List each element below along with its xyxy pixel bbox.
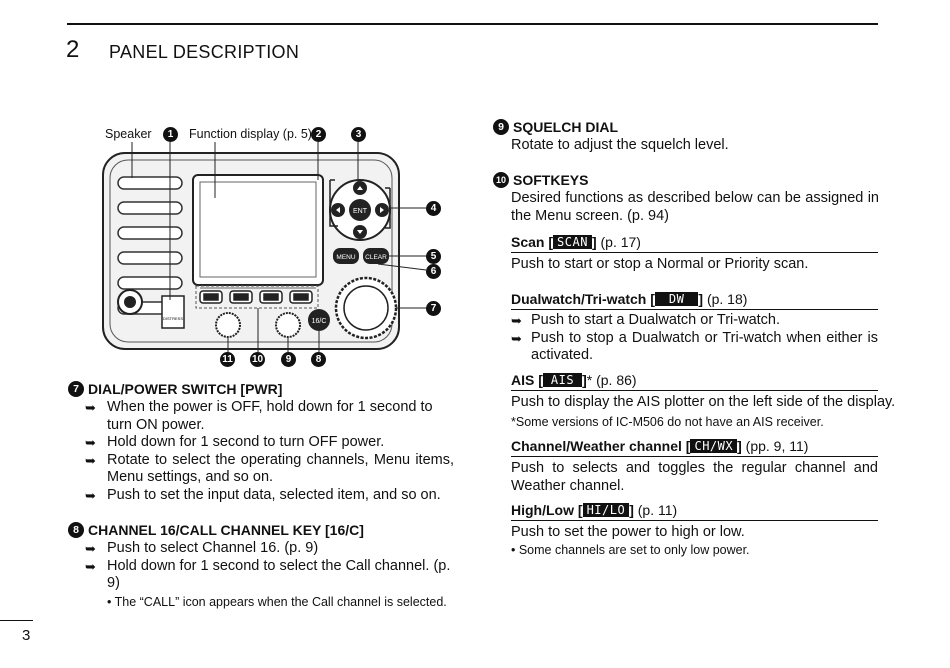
softkey-heading: Scan [SCAN] (p. 17) bbox=[511, 234, 878, 253]
softkey-high-low: High/Low [HI/LO] (p. 11) Push to set the… bbox=[511, 502, 878, 558]
radio-panel-figure: ENT MENU CLEAR 16/C DISTRESS bbox=[100, 120, 445, 370]
section-number: 10 bbox=[493, 172, 509, 188]
chwx-key-icon: CH/WX bbox=[690, 439, 738, 453]
bullet: ➥Push to stop a Dualwatch or Tri-watch w… bbox=[511, 329, 878, 364]
bullet: ➥Hold down for 1 second to select the Ca… bbox=[85, 557, 451, 592]
bullet: ➥Hold down for 1 second to turn OFF powe… bbox=[85, 434, 385, 450]
section-dial-power: 7 DIAL/POWER SWITCH [PWR] ➥When the powe… bbox=[68, 381, 454, 504]
softkey-heading: AIS [AIS]* (p. 86) bbox=[511, 372, 878, 391]
softkey-text: Push to display the AIS plotter on the l… bbox=[511, 394, 896, 410]
direction-pad: ENT bbox=[329, 179, 391, 241]
softkey-text: Push to set the power to high or low. bbox=[511, 524, 745, 540]
speaker-grille bbox=[117, 176, 183, 315]
note: • The “CALL” icon appears when the Call … bbox=[107, 594, 447, 609]
softkey-heading: Dualwatch/Tri-watch [DW] (p. 18) bbox=[511, 291, 878, 310]
svg-text:16/C: 16/C bbox=[312, 318, 327, 325]
softkey-text: Push to start or stop a Normal or Priori… bbox=[511, 256, 809, 272]
section-heading: 10 SOFTKEYS bbox=[493, 172, 879, 188]
page-number-rule bbox=[0, 620, 33, 621]
hilo-key-icon: HI/LO bbox=[582, 503, 630, 517]
chapter-title: PANEL DESCRIPTION bbox=[109, 42, 300, 62]
bullet: ➥Push to set the input data, selected it… bbox=[85, 486, 441, 503]
section-text: Desired functions as described below can… bbox=[511, 190, 879, 224]
dw-key-icon: DW bbox=[654, 292, 699, 306]
section-number: 7 bbox=[68, 381, 84, 397]
section-heading: 8 CHANNEL 16/CALL CHANNEL KEY [16/C] bbox=[68, 522, 454, 538]
speaker-label: Speaker bbox=[105, 127, 152, 141]
section-number: 9 bbox=[493, 119, 509, 135]
chapter-number: 2 bbox=[66, 36, 80, 63]
callout-8: 8 bbox=[311, 352, 326, 367]
note: *Some versions of IC-M506 do not have an… bbox=[511, 415, 824, 429]
section-title: SOFTKEYS bbox=[513, 172, 589, 188]
section-heading: 9 SQUELCH DIAL bbox=[493, 119, 879, 135]
svg-text:CLEAR: CLEAR bbox=[365, 254, 387, 261]
svg-text:ENT: ENT bbox=[353, 208, 368, 215]
softkey-channel-weather: Channel/Weather channel [CH/WX] (pp. 9, … bbox=[511, 438, 878, 495]
section-channel16-key: 8 CHANNEL 16/CALL CHANNEL KEY [16/C] ➥Pu… bbox=[68, 522, 454, 610]
section-squelch: 9 SQUELCH DIAL Rotate to adjust the sque… bbox=[493, 119, 879, 154]
softkey-heading: Channel/Weather channel [CH/WX] (pp. 9, … bbox=[511, 438, 878, 457]
section-softkeys: 10 SOFTKEYS Desired functions as describ… bbox=[493, 172, 879, 225]
callout-10: 10 bbox=[250, 352, 265, 367]
radio-panel-illustration: ENT MENU CLEAR 16/C DISTRESS bbox=[102, 142, 427, 352]
section-title: CHANNEL 16/CALL CHANNEL KEY [16/C] bbox=[88, 522, 364, 538]
callout-11: 11 bbox=[220, 352, 235, 367]
callout-3: 3 bbox=[351, 127, 366, 142]
callout-7: 7 bbox=[426, 301, 441, 316]
section-heading: 7 DIAL/POWER SWITCH [PWR] bbox=[68, 381, 454, 397]
softkey-heading: High/Low [HI/LO] (p. 11) bbox=[511, 502, 878, 521]
function-display-label: Function display (p. 5) bbox=[189, 127, 312, 141]
callout-9: 9 bbox=[281, 352, 296, 367]
softkey-text: Push to selects and toggles the regular … bbox=[511, 460, 878, 494]
header-rule bbox=[67, 23, 878, 25]
bullet: ➥Rotate to select the operating channels… bbox=[85, 451, 454, 486]
page-number: 3 bbox=[22, 627, 31, 644]
callout-2: 2 bbox=[311, 127, 326, 142]
section-number: 8 bbox=[68, 522, 84, 538]
section-title: DIAL/POWER SWITCH [PWR] bbox=[88, 381, 283, 397]
svg-text:MENU: MENU bbox=[336, 254, 355, 261]
bullet: ➥Push to start a Dualwatch or Tri-watch. bbox=[511, 312, 781, 328]
ais-key-icon: AIS bbox=[542, 373, 583, 387]
section-text: Rotate to adjust the squelch level. bbox=[511, 137, 729, 153]
bullet: ➥When the power is OFF, hold down for 1 … bbox=[85, 399, 433, 433]
softkey-ais: AIS [AIS]* (p. 86) Push to display the A… bbox=[511, 372, 895, 430]
callout-6: 6 bbox=[426, 264, 441, 279]
callout-5: 5 bbox=[426, 249, 441, 264]
bullet: ➥Push to select Channel 16. (p. 9) bbox=[85, 540, 319, 556]
scan-key-icon: SCAN bbox=[553, 235, 592, 249]
svg-text:DISTRESS: DISTRESS bbox=[163, 316, 183, 321]
callout-4: 4 bbox=[426, 201, 441, 216]
callout-1: 1 bbox=[163, 127, 178, 142]
softkey-dualwatch: Dualwatch/Tri-watch [DW] (p. 18) ➥Push t… bbox=[511, 291, 878, 365]
softkey-scan: Scan [SCAN] (p. 17) Push to start or sto… bbox=[511, 234, 878, 273]
note: • Some channels are set to only low powe… bbox=[511, 543, 750, 557]
section-title: SQUELCH DIAL bbox=[513, 119, 618, 135]
